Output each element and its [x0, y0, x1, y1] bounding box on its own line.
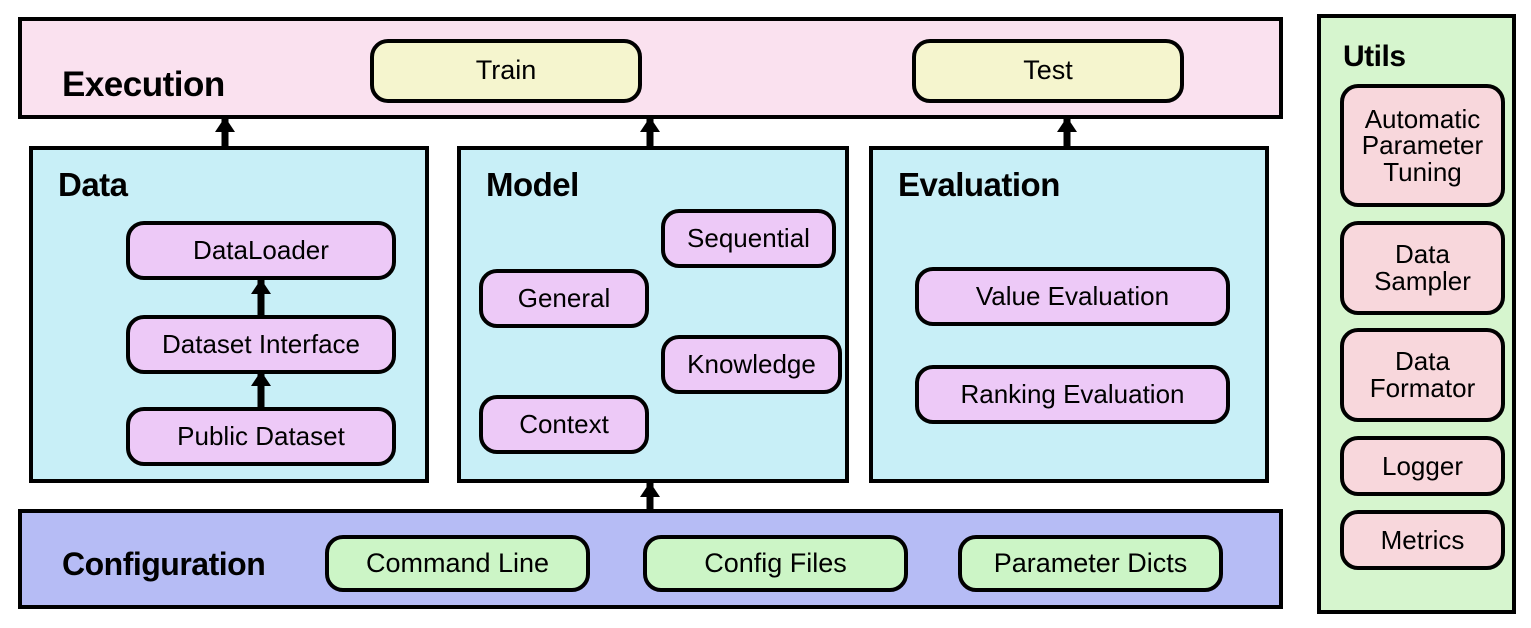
data-item-public-dataset[interactable]: Public Dataset [126, 407, 396, 466]
configuration-item-command-line[interactable]: Command Line [325, 535, 590, 592]
arrow-dataset-interface-to-dataloader [249, 279, 273, 317]
configuration-item-config-files[interactable]: Config Files [643, 535, 908, 592]
utils-item-logger[interactable]: Logger [1340, 436, 1505, 496]
arrow-shaft [221, 117, 229, 147]
model-item-general[interactable]: General [479, 269, 649, 328]
model-item-context[interactable]: Context [479, 395, 649, 454]
arrow-shaft [257, 371, 265, 409]
data-item-dataset-interface[interactable]: Dataset Interface [126, 315, 396, 374]
model-panel: Model Sequential General Knowledge Conte… [457, 146, 849, 483]
configuration-item-parameter-dicts[interactable]: Parameter Dicts [958, 535, 1223, 592]
arrow-shaft [257, 279, 265, 317]
model-item-knowledge[interactable]: Knowledge [661, 335, 842, 394]
execution-panel-title: Execution [62, 65, 225, 104]
arrow-public-dataset-to-dataset-interface [249, 371, 273, 409]
data-panel: Data DataLoader Dataset Interface Public… [29, 146, 429, 483]
model-panel-title: Model [486, 166, 579, 203]
arrow-data-to-execution [213, 117, 237, 147]
evaluation-panel-title: Evaluation [898, 166, 1060, 203]
model-item-sequential[interactable]: Sequential [661, 209, 836, 268]
execution-item-test[interactable]: Test [912, 39, 1184, 103]
arrow-configuration-to-model [638, 482, 662, 510]
data-item-dataloader[interactable]: DataLoader [126, 221, 396, 280]
arrow-model-to-execution [638, 117, 662, 147]
utils-item-metrics[interactable]: Metrics [1340, 510, 1505, 570]
configuration-panel-title: Configuration [62, 546, 266, 582]
data-panel-title: Data [58, 166, 128, 203]
evaluation-item-ranking-evaluation[interactable]: Ranking Evaluation [915, 365, 1230, 424]
utils-item-data-sampler[interactable]: Data Sampler [1340, 221, 1505, 315]
utils-item-automatic-parameter-tuning[interactable]: Automatic Parameter Tuning [1340, 84, 1505, 207]
arrow-shaft [1063, 117, 1071, 147]
utils-panel: Utils Automatic Parameter Tuning Data Sa… [1317, 14, 1516, 614]
utils-item-data-formator[interactable]: Data Formator [1340, 328, 1505, 422]
evaluation-item-value-evaluation[interactable]: Value Evaluation [915, 267, 1230, 326]
evaluation-panel: Evaluation Value Evaluation Ranking Eval… [869, 146, 1269, 483]
arrow-shaft [646, 117, 654, 147]
configuration-panel: Configuration Command Line Config Files … [18, 509, 1283, 609]
execution-item-train[interactable]: Train [370, 39, 642, 103]
utils-panel-title: Utils [1343, 40, 1406, 73]
arrow-evaluation-to-execution [1055, 117, 1079, 147]
execution-panel: Execution Train Test [18, 17, 1283, 119]
arrow-shaft [646, 482, 654, 510]
